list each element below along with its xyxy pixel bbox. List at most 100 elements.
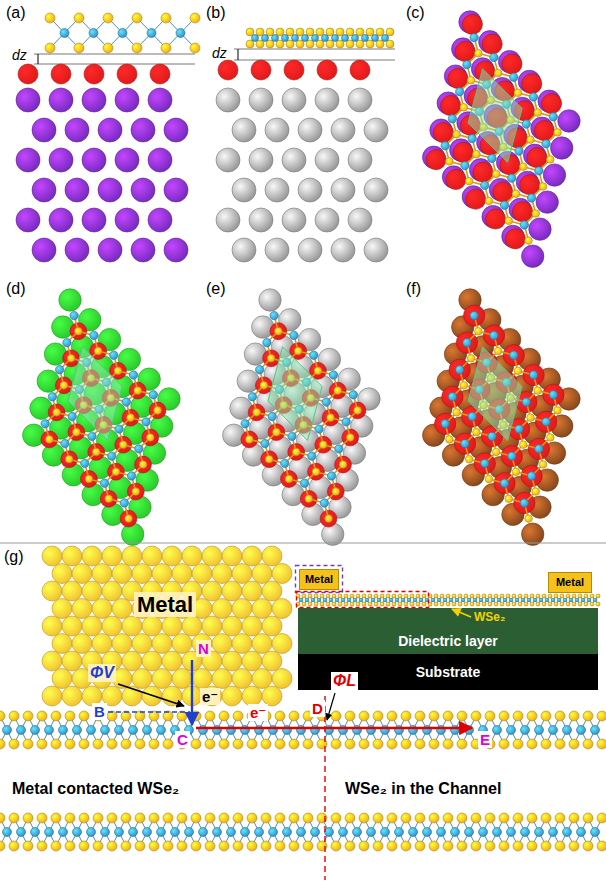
atom bbox=[289, 813, 299, 823]
atom bbox=[494, 69, 502, 77]
atom bbox=[308, 602, 312, 606]
atom bbox=[232, 238, 256, 262]
atom bbox=[132, 634, 152, 654]
atom bbox=[289, 739, 299, 749]
atom bbox=[314, 602, 318, 606]
atom bbox=[440, 602, 444, 606]
atom bbox=[89, 29, 98, 38]
atom bbox=[465, 177, 473, 185]
atom bbox=[122, 398, 130, 406]
distance-line bbox=[234, 49, 395, 50]
atom bbox=[142, 616, 162, 636]
atom bbox=[429, 841, 439, 851]
tmd-layer bbox=[0, 813, 606, 851]
atom bbox=[232, 634, 252, 654]
atom bbox=[522, 245, 544, 267]
atom bbox=[583, 841, 593, 851]
atom bbox=[297, 828, 306, 837]
atom bbox=[338, 594, 342, 598]
atom bbox=[0, 841, 5, 851]
atom bbox=[560, 594, 564, 598]
atom bbox=[115, 726, 124, 735]
atom bbox=[535, 445, 543, 453]
atom bbox=[524, 594, 528, 598]
atom bbox=[247, 813, 257, 823]
atom bbox=[59, 828, 68, 837]
top-view bbox=[23, 289, 181, 546]
atom bbox=[527, 813, 537, 823]
atom bbox=[535, 828, 544, 837]
atom bbox=[171, 828, 180, 837]
atom bbox=[443, 841, 453, 851]
atom bbox=[505, 229, 525, 249]
tmd-layer bbox=[296, 594, 600, 606]
atom bbox=[422, 602, 426, 606]
atom bbox=[583, 739, 593, 749]
atom bbox=[341, 598, 345, 602]
atom bbox=[524, 602, 528, 606]
atom bbox=[348, 208, 372, 232]
atom bbox=[266, 28, 274, 36]
atom bbox=[443, 711, 453, 721]
atom bbox=[298, 118, 322, 142]
atom bbox=[485, 841, 495, 851]
atom bbox=[332, 602, 336, 606]
atom bbox=[532, 488, 540, 496]
atom bbox=[545, 598, 549, 602]
atom bbox=[359, 739, 369, 749]
atom bbox=[500, 479, 508, 487]
atom bbox=[90, 331, 98, 339]
atom bbox=[346, 434, 354, 442]
atom bbox=[372, 35, 379, 42]
atom bbox=[316, 40, 324, 48]
atom bbox=[275, 711, 285, 721]
atom bbox=[100, 490, 117, 507]
atom bbox=[437, 828, 446, 837]
atom bbox=[88, 432, 96, 440]
atom bbox=[192, 564, 212, 584]
tmd-layer bbox=[0, 711, 606, 749]
atom bbox=[42, 546, 62, 566]
atom bbox=[322, 35, 329, 42]
atom bbox=[52, 564, 72, 584]
atom bbox=[514, 492, 535, 513]
atom bbox=[62, 651, 82, 671]
atom bbox=[323, 598, 327, 602]
atom bbox=[272, 634, 292, 654]
atom bbox=[346, 28, 354, 36]
atom bbox=[542, 140, 550, 148]
atom bbox=[246, 28, 254, 36]
atom bbox=[320, 602, 324, 606]
atom bbox=[202, 546, 222, 566]
atom bbox=[142, 546, 162, 566]
atom bbox=[485, 209, 505, 229]
atom bbox=[152, 669, 172, 689]
atom bbox=[82, 581, 102, 601]
atom bbox=[583, 711, 593, 721]
atom bbox=[541, 739, 551, 749]
atom bbox=[212, 634, 232, 654]
atom bbox=[542, 594, 546, 598]
atom bbox=[365, 598, 369, 602]
atom bbox=[51, 64, 71, 84]
atom bbox=[132, 488, 140, 496]
atom bbox=[366, 40, 374, 48]
atom bbox=[0, 711, 5, 721]
atom bbox=[334, 387, 342, 395]
atom bbox=[473, 428, 481, 436]
atom bbox=[79, 739, 89, 749]
atom bbox=[519, 163, 527, 171]
atom bbox=[356, 28, 364, 36]
atom bbox=[46, 436, 54, 444]
atom bbox=[494, 602, 498, 606]
atom bbox=[17, 828, 26, 837]
atom bbox=[249, 88, 273, 112]
atom bbox=[117, 64, 137, 84]
atom bbox=[261, 451, 278, 468]
atom bbox=[442, 386, 463, 407]
atom bbox=[515, 147, 523, 155]
atom bbox=[543, 164, 565, 186]
atom bbox=[326, 40, 334, 48]
atom bbox=[346, 40, 354, 48]
atom bbox=[435, 413, 456, 434]
